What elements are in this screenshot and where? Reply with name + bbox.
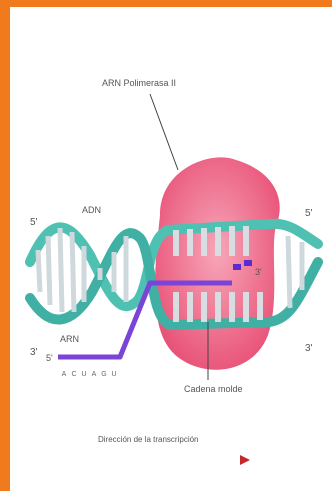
rna-base-letter: U	[111, 371, 116, 378]
rna-base-letter: G	[101, 371, 106, 378]
dna-label: ADN	[82, 205, 101, 215]
rna-polymerase-shape	[155, 157, 280, 369]
direction-arrow-head	[240, 455, 250, 465]
rna-start-end-label: 5'	[46, 353, 53, 363]
polymerase-pointer-line	[150, 94, 178, 170]
frame-left-bar	[0, 0, 10, 491]
direction-label: Dirección de la transcripción	[98, 435, 199, 444]
rna-base-letter: A	[62, 371, 67, 378]
rna-nucleotide-marker-1	[233, 264, 241, 270]
frame-top-bar	[0, 0, 332, 7]
rna-tip-end-label: 3'	[255, 267, 262, 277]
top-left-end-label: 5'	[30, 217, 38, 228]
rna-base-letter: U	[81, 371, 86, 378]
dna-base-pairs-open-bottom	[176, 292, 260, 322]
bottom-right-end-label: 3'	[305, 343, 313, 354]
rna-label: ARN	[60, 334, 79, 344]
polymerase-label: ARN Polimerasa II	[102, 78, 176, 88]
template-strand-label: Cadena molde	[184, 384, 243, 394]
rna-base-letter: C	[71, 371, 76, 378]
bottom-left-end-label: 3'	[30, 347, 38, 358]
rna-base-letter: A	[92, 371, 97, 378]
rna-nucleotide-marker-2	[244, 260, 252, 266]
top-right-end-label: 5'	[305, 208, 313, 219]
